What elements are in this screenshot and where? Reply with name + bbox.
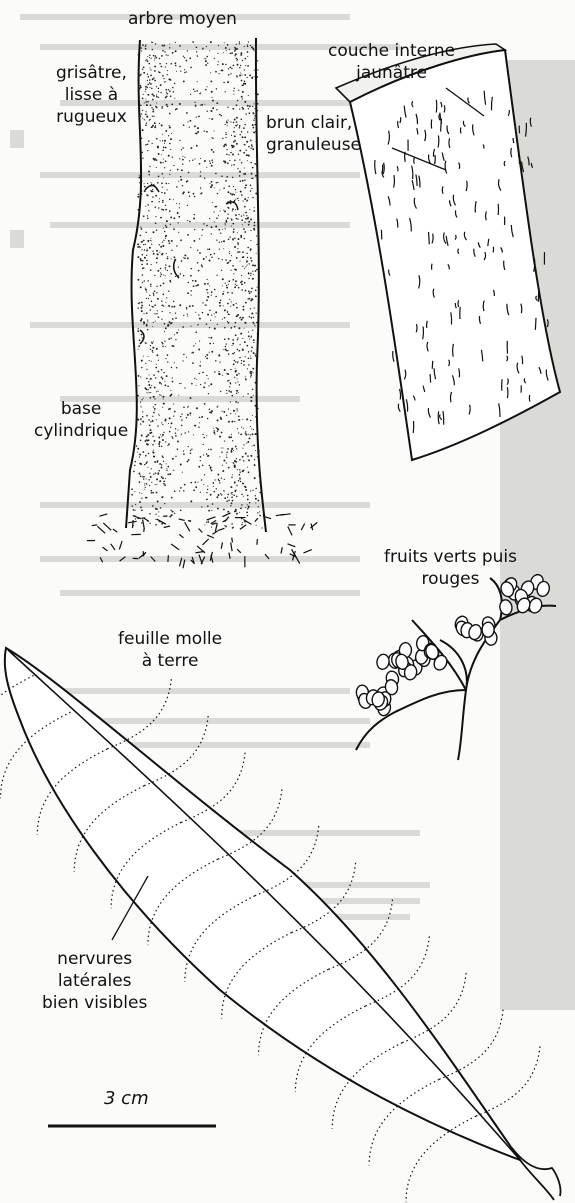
fruit-cluster-illustration bbox=[356, 573, 556, 760]
leaf-litter-marks bbox=[87, 513, 317, 568]
label-scale-text: 3 cm bbox=[104, 1088, 149, 1109]
label-leaf-litter-line1: feuille molle bbox=[118, 628, 222, 650]
label-veins-line1: nervures bbox=[42, 948, 147, 970]
trunk-left-outline bbox=[126, 40, 141, 528]
label-veins-line3: bien visibles bbox=[42, 992, 147, 1014]
label-inner-layer: couche interne jaunâtre bbox=[328, 40, 455, 84]
label-bark-color: grisâtre, lisse à rugueux bbox=[56, 62, 127, 128]
label-bark-color-line2: lisse à bbox=[56, 84, 127, 106]
label-base-line1: base bbox=[34, 398, 128, 420]
leaf-outline bbox=[5, 648, 520, 1160]
label-scale: 3 cm bbox=[104, 1088, 149, 1110]
label-slash: brun clair, granuleuse bbox=[266, 112, 361, 156]
label-leaf-litter-line2: à terre bbox=[118, 650, 222, 672]
leaf-petiole bbox=[512, 1148, 561, 1200]
label-slash-line2: granuleuse bbox=[266, 134, 361, 156]
bark-slash-illustration bbox=[336, 44, 560, 460]
label-slash-line1: brun clair, bbox=[266, 112, 361, 134]
label-bark-color-line1: grisâtre, bbox=[56, 62, 127, 84]
label-veins: nervures latérales bien visibles bbox=[42, 948, 147, 1014]
label-fruits-line2: rouges bbox=[384, 568, 517, 590]
label-base-line2: cylindrique bbox=[34, 420, 128, 442]
leaf-illustration bbox=[0, 648, 561, 1202]
label-fruits: fruits verts puis rouges bbox=[384, 546, 517, 590]
trunk-stipple bbox=[131, 41, 262, 529]
label-leaf-litter: feuille molle à terre bbox=[118, 628, 222, 672]
label-inner-layer-line1: couche interne bbox=[328, 40, 455, 62]
label-base: base cylindrique bbox=[34, 398, 128, 442]
label-bark-color-line3: rugueux bbox=[56, 106, 127, 128]
trunk-right-outline bbox=[256, 38, 266, 532]
label-tree-size-text: arbre moyen bbox=[128, 9, 237, 29]
bark-knot bbox=[140, 330, 144, 344]
label-fruits-line1: fruits verts puis bbox=[384, 546, 517, 568]
label-tree-size: arbre moyen bbox=[128, 8, 237, 30]
fruit-berries bbox=[356, 573, 551, 717]
label-inner-layer-line2: jaunâtre bbox=[328, 62, 455, 84]
slash-front-face bbox=[350, 50, 560, 460]
label-veins-line2: latérales bbox=[42, 970, 147, 992]
bark-knot bbox=[226, 202, 238, 210]
